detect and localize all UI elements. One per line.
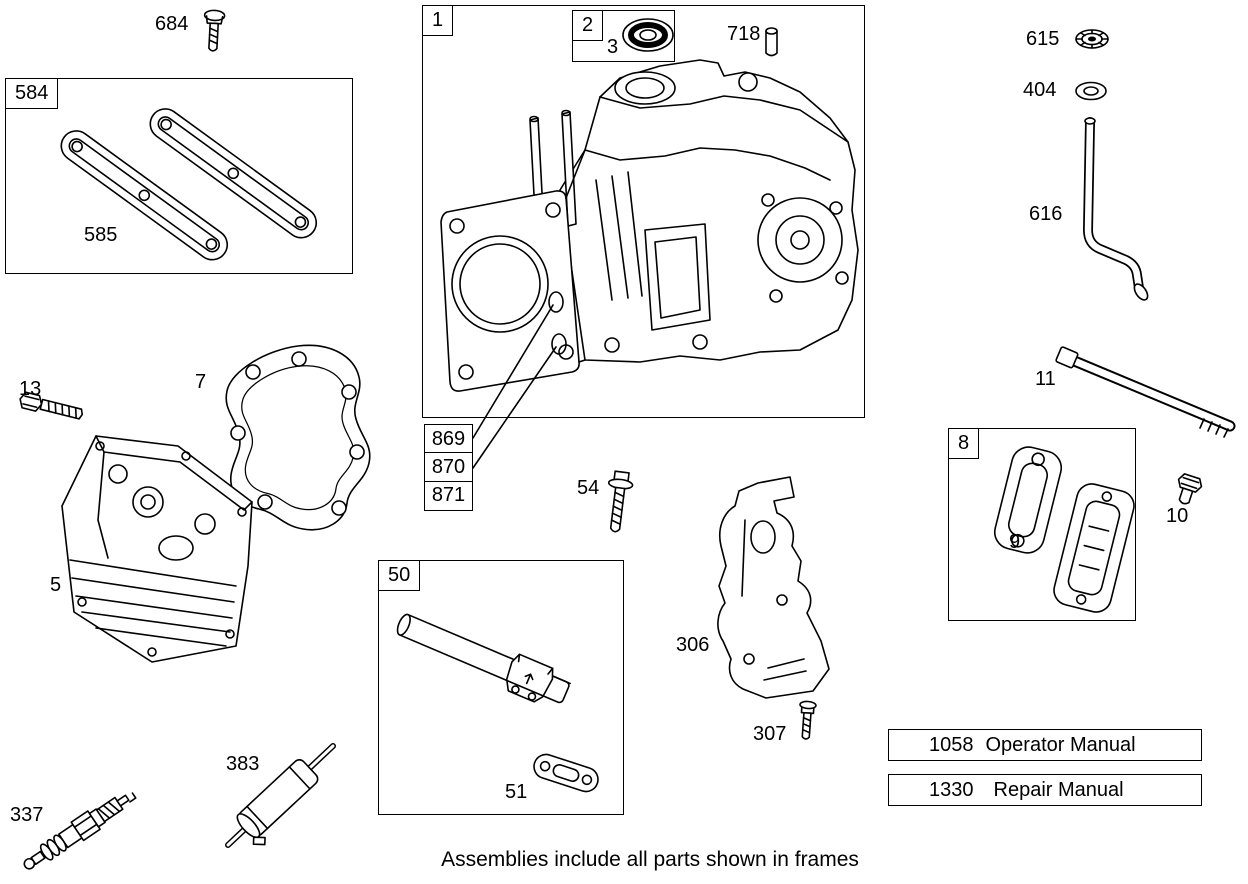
frame-8: 8	[948, 428, 1136, 621]
callout-boxes: 869 870 871	[424, 424, 473, 511]
exhaust-gasket-9-icon	[993, 446, 1063, 554]
cylinder-head-5-icon	[61, 435, 253, 663]
label-7: 7	[195, 371, 207, 393]
label-10: 10	[1166, 505, 1189, 527]
gasket-585-icon	[60, 108, 318, 261]
ratchet-615-icon	[1075, 29, 1109, 49]
frame-2-number: 2	[573, 11, 604, 41]
manual-row-operator: 1058 Operator Manual	[888, 729, 1202, 761]
label-307: 307	[753, 723, 787, 745]
frame-2: 2	[572, 10, 675, 62]
label-404: 404	[1023, 79, 1057, 101]
oil-tube-50-icon	[396, 613, 571, 704]
plug-wrench-383-icon	[225, 743, 336, 848]
frame-1: 1	[422, 5, 865, 418]
label-718: 718	[727, 23, 761, 45]
muffler-plate-icon	[1053, 483, 1135, 613]
cylinder-crankcase-icon	[440, 59, 859, 392]
frame-584: 584	[5, 78, 353, 274]
frame-50-number: 50	[379, 561, 421, 591]
manual-repair-title: Repair Manual	[993, 778, 1124, 801]
callout-870: 870	[424, 452, 473, 483]
frame-1-number: 1	[423, 6, 454, 36]
manual-operator-number: 1058	[929, 733, 974, 756]
washer-404-icon	[1075, 81, 1107, 101]
oil-seal-3-icon	[622, 18, 674, 52]
label-5: 5	[50, 574, 62, 596]
label-51: 51	[505, 781, 528, 803]
label-383: 383	[226, 753, 260, 775]
callout-leader-lines	[472, 304, 557, 469]
frame-8-number: 8	[949, 429, 980, 459]
spark-plug-337-icon	[23, 792, 137, 870]
frame-584-number: 584	[6, 79, 59, 109]
label-9: 9	[1009, 531, 1021, 553]
head-gasket-7-icon	[225, 344, 371, 531]
bolt-13-icon	[19, 391, 84, 420]
label-615: 615	[1026, 28, 1060, 50]
callout-869: 869	[424, 424, 473, 454]
screw-54-icon	[607, 470, 634, 533]
crank-rod-616-icon	[1082, 117, 1149, 301]
heat-shield-306-icon	[717, 476, 830, 699]
manual-row-repair: 1330 Repair Manual	[888, 774, 1202, 806]
manual-repair-number: 1330	[929, 778, 974, 801]
label-585: 585	[84, 224, 118, 246]
screw-307-icon	[799, 700, 817, 740]
manual-operator-title: Operator Manual	[985, 733, 1136, 756]
label-337: 337	[10, 804, 44, 826]
label-684: 684	[155, 13, 189, 35]
pipe-11-icon	[1055, 346, 1236, 438]
gasket-51-icon	[533, 753, 599, 793]
bolt-10-icon	[1177, 473, 1203, 505]
label-54: 54	[577, 477, 600, 499]
frame-50: 50	[378, 560, 624, 815]
label-616: 616	[1029, 203, 1063, 225]
footer-note: Assemblies include all parts shown in fr…	[441, 848, 859, 871]
pin-718-icon	[765, 27, 778, 57]
label-3: 3	[607, 36, 619, 58]
label-306: 306	[676, 634, 710, 656]
label-13: 13	[19, 378, 42, 400]
label-11: 11	[1035, 368, 1056, 390]
callout-871: 871	[424, 480, 473, 511]
bolt-684-icon	[203, 9, 226, 52]
